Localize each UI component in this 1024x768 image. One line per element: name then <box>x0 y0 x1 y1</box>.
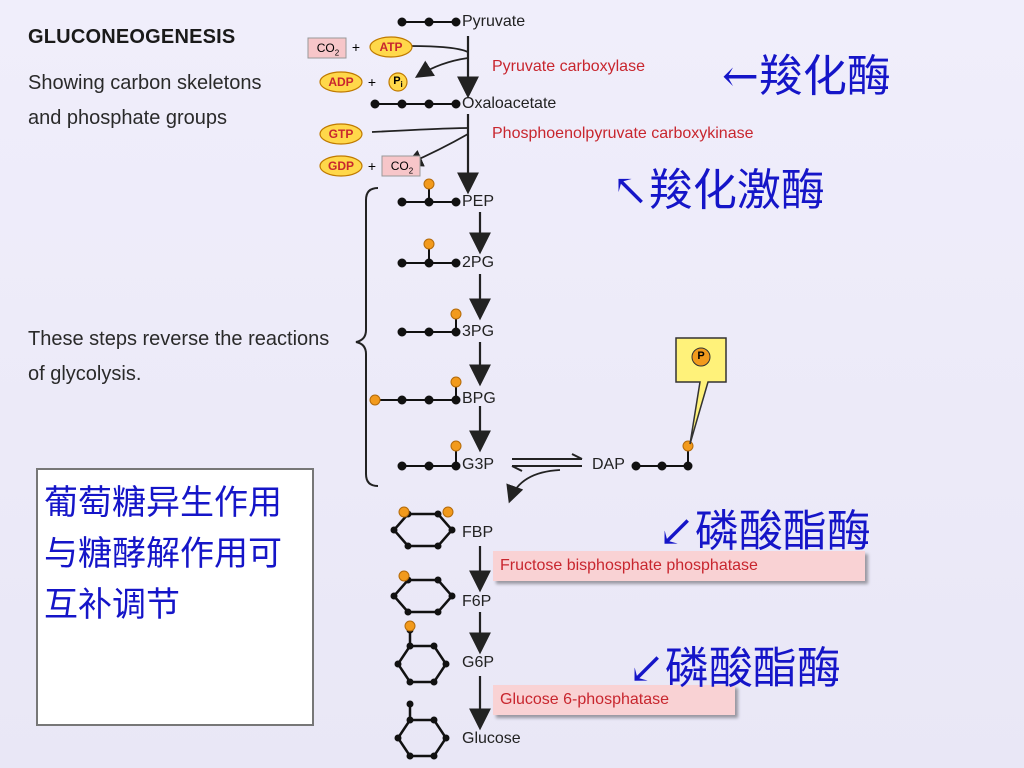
enzyme-pyruvate-carboxylase: Pyruvate carboxylase <box>492 58 645 75</box>
arrow-adp-out <box>414 57 469 78</box>
bpg-phosphate-1 <box>369 394 381 406</box>
3pg-phosphate <box>450 308 462 320</box>
fbp-phosphate-1 <box>398 506 410 518</box>
oxaloacetate-skeleton <box>370 99 461 109</box>
metabolite-bpg: BPG <box>462 390 496 407</box>
metabolite-pep: PEP <box>462 193 495 210</box>
annotation-g6pase-cn: ↙磷酸酯酶 <box>628 643 841 694</box>
enzyme-pepck: Phosphoenolpyruvate carboxykinase <box>492 125 754 142</box>
adp-label: ADP <box>328 75 354 89</box>
2pg-phosphate <box>423 238 435 250</box>
gtp-label: GTP <box>328 127 354 141</box>
g3p-skeleton <box>397 448 461 471</box>
plus-sign-2: + <box>367 74 377 90</box>
pep-skeleton <box>397 186 461 207</box>
glucose-ring <box>396 704 448 758</box>
summary-text-cn: 葡萄糖异生作用与糖酵解作用可互补调节 <box>44 483 282 625</box>
glycolysis-bracket <box>355 187 379 487</box>
co2-box-1 <box>307 37 347 59</box>
plus-sign-3: + <box>367 158 377 174</box>
diagram-subtitle: Showing carbon skeletons and phosphate g… <box>28 72 262 129</box>
pyruvate-skeleton <box>397 17 461 27</box>
metabolite-oxaloacetate: Oxaloacetate <box>462 95 557 112</box>
arrow-atp-in <box>409 45 469 53</box>
arrow-g3p-fbp <box>506 469 561 504</box>
enzyme-fbpase: Fructose bisphosphate phosphatase <box>500 557 758 574</box>
metabolite-3pg: 3PG <box>462 323 495 340</box>
metabolite-fbp: FBP <box>462 524 494 541</box>
g6p-ring <box>396 630 448 684</box>
bpg-phosphate-2 <box>450 376 462 388</box>
metabolite-dap: DAP <box>592 456 625 473</box>
pi-oval <box>388 72 408 92</box>
annotation-carboxykinase-cn: ↖羧化激酶 <box>612 165 825 216</box>
co2-label-1: CO2 <box>316 41 340 58</box>
co2-label-2: CO2 <box>390 159 414 176</box>
atp-label: ATP <box>379 40 403 54</box>
metabolite-pyruvate: Pyruvate <box>462 13 526 30</box>
pep-phosphate <box>423 178 435 190</box>
annotation-carboxylase-cn: ←羧化酶 <box>722 51 891 102</box>
fbpase-label-box <box>493 551 865 581</box>
f6p-phosphate <box>398 570 410 582</box>
arrow-gtp-in <box>371 127 469 133</box>
gdp-label: GDP <box>327 159 354 173</box>
metabolite-2pg: 2PG <box>462 254 495 271</box>
fbp-ring <box>392 512 454 548</box>
atp-oval <box>369 36 413 58</box>
annotation-fbpase-cn: ↙磷酸酯酶 <box>658 506 871 557</box>
enzyme-g6pase: Glucose 6-phosphatase <box>500 691 669 708</box>
3pg-skeleton <box>397 316 461 337</box>
dap-phosphate <box>682 440 694 452</box>
gtp-oval <box>319 123 363 145</box>
metabolite-g6p: G6P <box>462 654 495 671</box>
bpg-skeleton <box>375 384 461 405</box>
plus-sign-1: + <box>351 39 361 55</box>
fbp-phosphate-2 <box>442 506 454 518</box>
callout-p-label: P <box>697 350 705 362</box>
g6p-phosphate <box>404 620 416 632</box>
diagram-title: GLUCONEOGENESIS <box>28 26 236 48</box>
dap-skeleton <box>631 448 693 471</box>
gdp-oval <box>319 155 363 177</box>
summary-box <box>36 468 314 726</box>
g3p-phosphate <box>450 440 462 452</box>
pi-label: Pi <box>393 75 403 90</box>
metabolite-g3p: G3P <box>462 456 495 473</box>
metabolite-f6p: F6P <box>462 593 492 610</box>
f6p-ring <box>392 578 454 614</box>
glycolysis-reverse-note: These steps reverse the reactions of gly… <box>28 328 330 385</box>
adp-oval <box>319 71 363 93</box>
phosphate-callout <box>675 337 727 445</box>
g6pase-label-box <box>493 685 735 715</box>
metabolite-glucose: Glucose <box>462 730 521 747</box>
co2-box-2 <box>381 155 421 177</box>
